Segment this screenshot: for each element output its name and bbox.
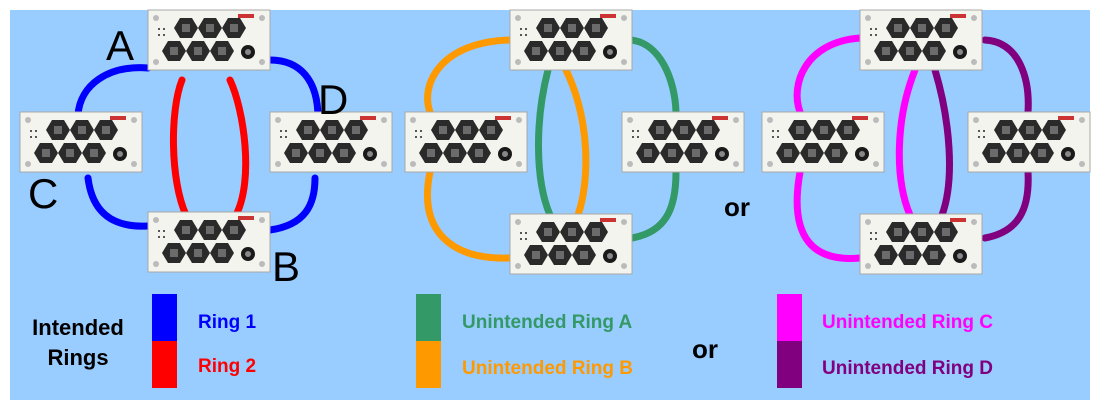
unintended-ring-d-label: Unintended Ring D: [822, 358, 993, 379]
unintended-ring-a-label: Unintended Ring A: [462, 312, 633, 333]
unintended-ring-c-links: [793, 34, 919, 262]
device-bottom-3: [859, 213, 983, 275]
node-label-c: C: [28, 170, 59, 217]
ring-2-label: Ring 2: [198, 356, 257, 377]
device-top-3: [859, 9, 983, 71]
unintended-ring-c-swatch: [777, 294, 802, 341]
ring-1-label: Ring 1: [198, 312, 257, 333]
node-label-b: B: [272, 243, 301, 290]
ring-1-swatch: [152, 294, 177, 341]
device-top-2: [509, 9, 633, 71]
unintended-ring-b-links: [424, 36, 590, 262]
device-right-2: [621, 111, 745, 173]
unintended-ring-d-links: [931, 36, 1032, 242]
unintended-ring-a-swatch: [416, 294, 441, 341]
device-left-3: [761, 111, 885, 173]
ring-1-links: [74, 56, 322, 234]
or-separator-top: or: [724, 192, 750, 222]
node-label-a: A: [106, 22, 135, 69]
device-bottom-1: [147, 211, 271, 273]
or-separator-legend: or: [692, 334, 718, 364]
unintended-ring-b-swatch: [416, 341, 441, 388]
device-left-2: [404, 111, 528, 173]
device-bottom-2: [509, 213, 633, 275]
device-left-1: [19, 111, 143, 173]
device-right-3: [967, 111, 1091, 173]
intended-rings-title: Intended Rings: [32, 315, 124, 370]
device-top-1: [147, 9, 271, 71]
ring-2-swatch: [152, 341, 177, 388]
unintended-ring-c-label: Unintended Ring C: [822, 312, 993, 333]
node-label-d: D: [318, 76, 349, 123]
ring-2-links: [170, 76, 250, 219]
unintended-ring-a-links: [535, 36, 680, 242]
unintended-ring-b-label: Unintended Ring B: [462, 358, 633, 379]
unintended-ring-d-swatch: [777, 341, 802, 388]
